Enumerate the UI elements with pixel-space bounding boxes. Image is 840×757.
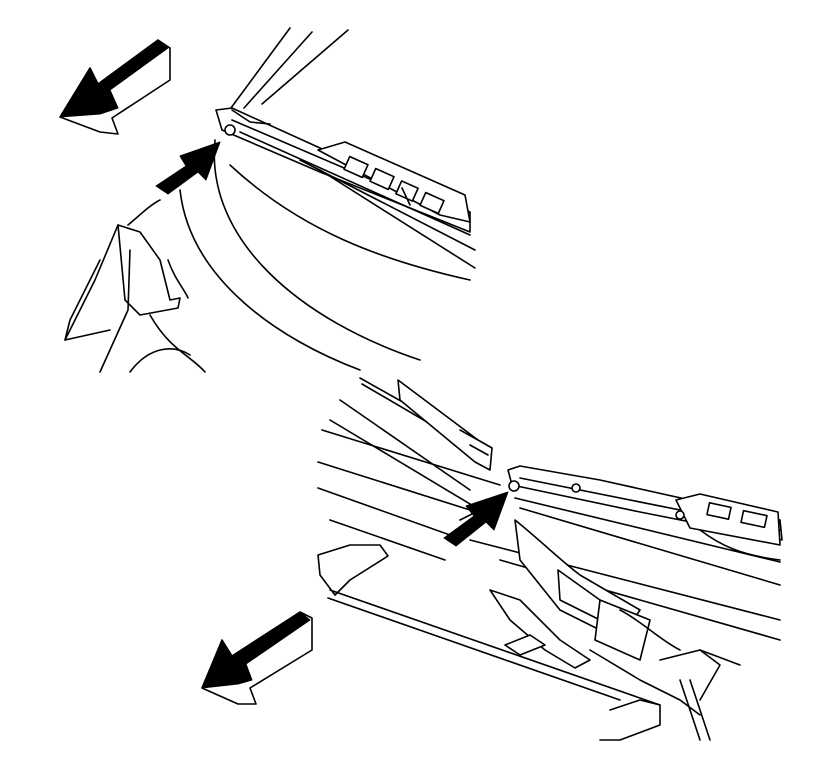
windshield-cowl-upper (64, 27, 471, 373)
wiper-arm-lower (507, 465, 783, 586)
wiper-blade-middle (329, 377, 493, 511)
direction-arrow-upper (59, 39, 171, 135)
direction-arrow-lower (201, 611, 313, 705)
pointer-arrow-lower (443, 491, 509, 547)
windshield-cowl-lower (317, 429, 781, 741)
pointer-arrow-upper (155, 141, 221, 195)
wiper-arm-upper (215, 107, 476, 269)
